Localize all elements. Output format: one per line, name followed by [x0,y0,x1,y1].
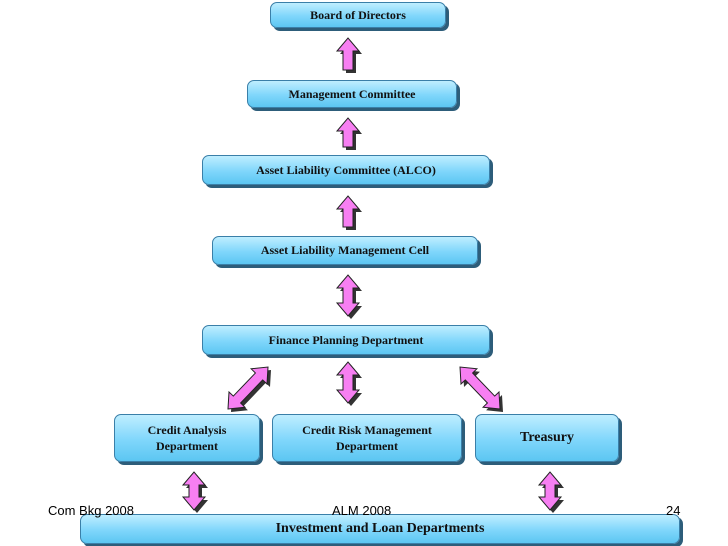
node-alm-cell: Asset Liability Management Cell [212,236,478,265]
arrow-investment-to-credit_analysis [181,471,207,511]
node-board-of-directors: Board of Directors [270,2,446,28]
node-management-committee: Management Committee [247,80,457,108]
node-label: Treasury [520,429,574,445]
arrow-credit_risk-to-finance [335,361,361,404]
footer-page-number: 24 [666,503,681,518]
node-label: Asset Liability Management Cell [260,243,430,258]
node-credit-risk: Credit Risk Management Department [272,414,462,462]
arrow-finance-to-alm_cell [335,274,361,317]
node-label: Management Committee [288,86,416,101]
arrow-credit_analysis-to-finance [227,366,269,410]
arrow-mgmt_committee-to-board [335,37,361,71]
arrow-investment-to-treasury [537,471,563,511]
node-label: Credit Analysis Department [147,422,227,453]
footer-center: ALM 2008 [332,503,392,518]
node-credit-analysis: Credit Analysis Department [114,414,260,462]
node-label: Finance Planning Department [268,332,424,347]
node-investment-loan: Investment and Loan Departments [80,514,680,544]
node-label: Asset Liability Committee (ALCO) [256,162,436,177]
node-treasury: Treasury [475,414,619,462]
arrow-treasury-to-finance [459,366,501,410]
arrow-alco-to-mgmt_committee [335,117,361,148]
node-finance-planning: Finance Planning Department [202,325,490,355]
node-alco: Asset Liability Committee (ALCO) [202,155,490,185]
node-label: Investment and Loan Departments [275,520,485,536]
footer-left: Com Bkg 2008 [48,503,134,518]
node-label: Credit Risk Management Department [302,422,432,453]
arrow-alm_cell-to-alco [335,195,361,228]
node-label: Board of Directors [310,7,406,22]
